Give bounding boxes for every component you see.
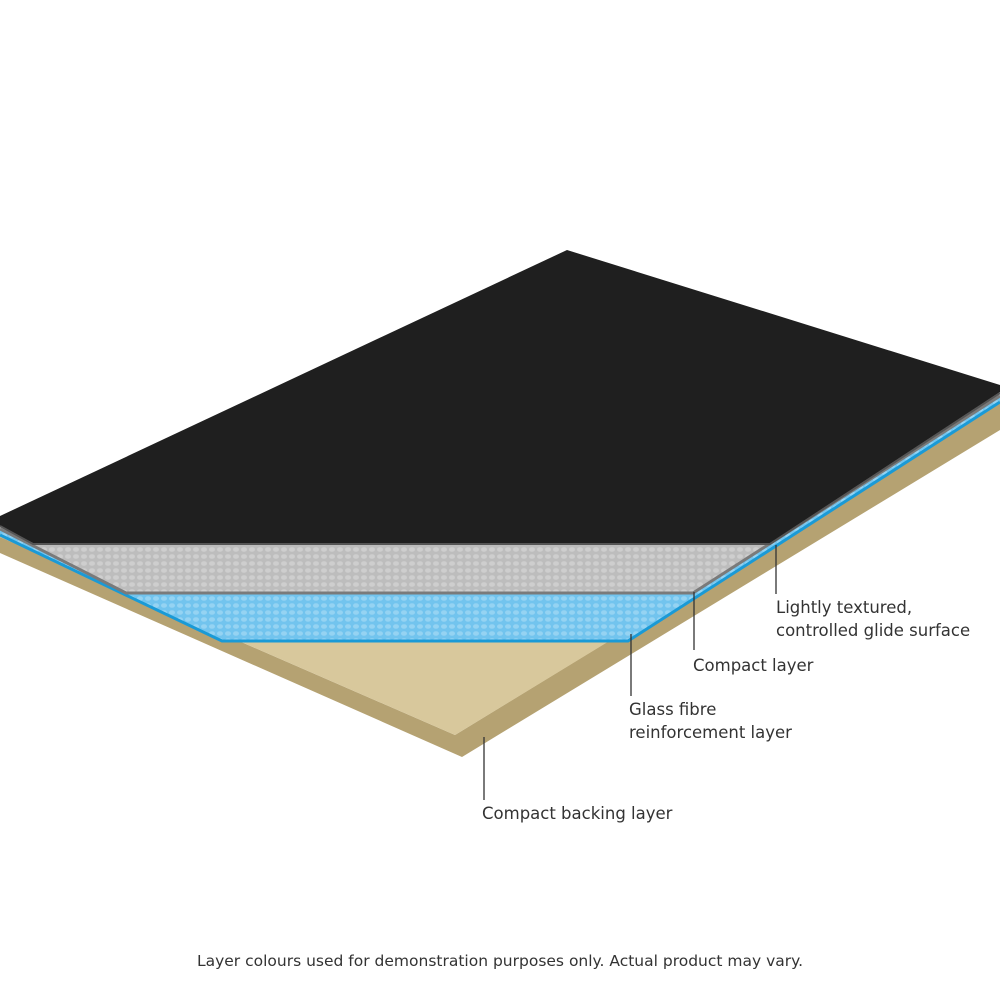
- label-glass-fibre-line1: Glass fibre: [629, 700, 717, 719]
- glide-surface-layer: [0, 250, 1000, 543]
- label-compact: Compact layer: [693, 656, 814, 675]
- label-backing: Compact backing layer: [482, 804, 673, 823]
- label-surface-line2: controlled glide surface: [776, 621, 971, 640]
- disclaimer-footer: Layer colours used for demonstration pur…: [196, 952, 804, 970]
- label-glass-fibre: Glass fibre reinforcement layer: [629, 698, 792, 744]
- label-surface: Lightly textured, controlled glide surfa…: [776, 596, 970, 642]
- label-surface-line1: Lightly textured,: [776, 598, 913, 617]
- glide-surface-edge: [0, 392, 1000, 545]
- leader-lines: [483, 545, 777, 800]
- label-glass-fibre-line2: reinforcement layer: [629, 723, 792, 742]
- glass-fibre-edge: [0, 400, 1000, 643]
